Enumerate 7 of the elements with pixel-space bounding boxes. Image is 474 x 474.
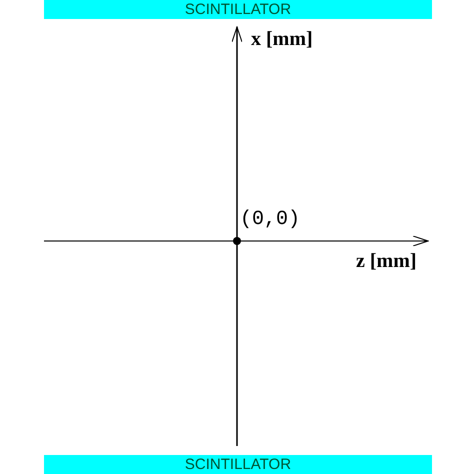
bar-label: SCINTILLATOR	[184, 457, 292, 472]
scintillator-bar	[44, 455, 432, 474]
bar-label: SCINTILLATOR	[184, 2, 292, 17]
origin-label: (0,0)	[240, 208, 300, 231]
axis-label: x [mm]	[251, 28, 313, 51]
axis-label: z [mm]	[356, 250, 417, 273]
scintillator-bar	[44, 0, 432, 19]
